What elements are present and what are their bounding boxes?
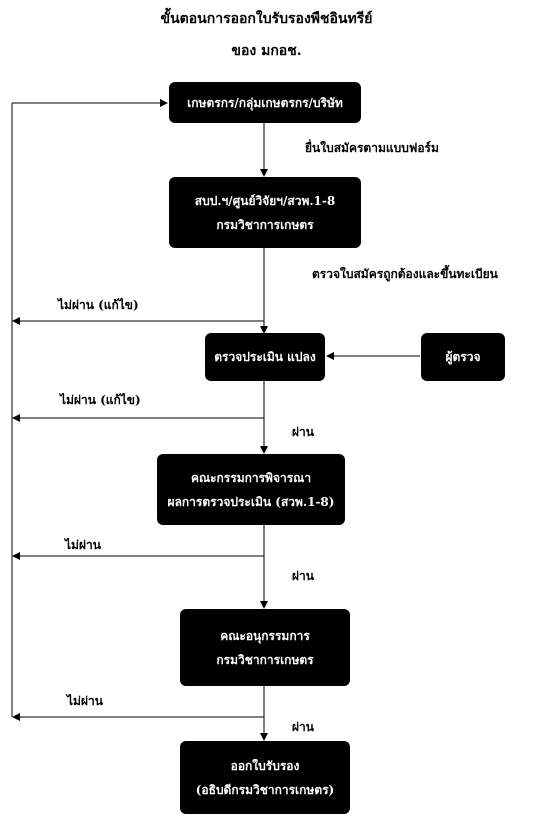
committee-label-line1: คณะกรรมการพิจารณา xyxy=(190,470,312,485)
diagram-subtitle: ของ มกอช. xyxy=(231,43,302,59)
committee-box: คณะกรรมการพิจารณา ผลการตรวจประเมิน (สวพ.… xyxy=(157,454,345,525)
certificate-label-line2: (อธิบดีกรมวิชาการเกษตร) xyxy=(195,782,335,797)
subcommittee-label-line1: คณะอนุกรรมการ xyxy=(220,628,310,643)
office-label-line1: สบป.ฯ/ศูนย์วิจัยฯ/สวพ.1-8 xyxy=(194,193,336,208)
committee-label-line2: ผลการตรวจประเมิน (สวพ.1-8) xyxy=(167,494,335,509)
label-fail-4: ไม่ผ่าน xyxy=(67,694,103,708)
label-check-register: ตรวจใบสมัครถูกต้องและขึ้นทะเบียน xyxy=(312,267,498,281)
label-fail-fix-2: ไม่ผ่าน (แก้ไข) xyxy=(60,393,141,407)
inspect-label: ตรวจประเมิน แปลง xyxy=(214,350,316,364)
inspector-box: ผู้ตรวจ xyxy=(421,333,505,381)
subcommittee-label-line2: กรมวิชาการเกษตร xyxy=(216,652,314,667)
office-box: สบป.ฯ/ศูนย์วิจัยฯ/สวพ.1-8 กรมวิชาการเกษต… xyxy=(169,177,361,248)
label-submit-form: ยื่นใบสมัครตามแบบฟอร์ม xyxy=(305,141,439,155)
certificate-box: ออกใบรับรอง (อธิบดีกรมวิชาการเกษตร) xyxy=(180,741,350,814)
inspector-label: ผู้ตรวจ xyxy=(445,350,481,364)
subcommittee-box: คณะอนุกรรมการ กรมวิชาการเกษตร xyxy=(180,609,350,686)
label-fail-3: ไม่ผ่าน xyxy=(65,538,101,552)
applicant-label: เกษตรกร/กลุ่มเกษตรกร/บริษัท xyxy=(187,95,343,110)
label-fail-fix-1: ไม่ผ่าน (แก้ไข) xyxy=(58,298,139,312)
applicant-box: เกษตรกร/กลุ่มเกษตรกร/บริษัท xyxy=(169,82,361,123)
inspect-box: ตรวจประเมิน แปลง xyxy=(205,333,325,381)
label-pass-1: ผ่าน xyxy=(292,425,314,439)
label-pass-3: ผ่าน xyxy=(292,720,314,734)
diagram-title: ขั้นตอนการออกใบรับรองพืชอินทรีย์ xyxy=(160,11,373,27)
office-label-line2: กรมวิชาการเกษตร xyxy=(216,217,314,232)
certificate-label-line1: ออกใบรับรอง xyxy=(230,758,300,773)
label-pass-2: ผ่าน xyxy=(292,569,314,583)
